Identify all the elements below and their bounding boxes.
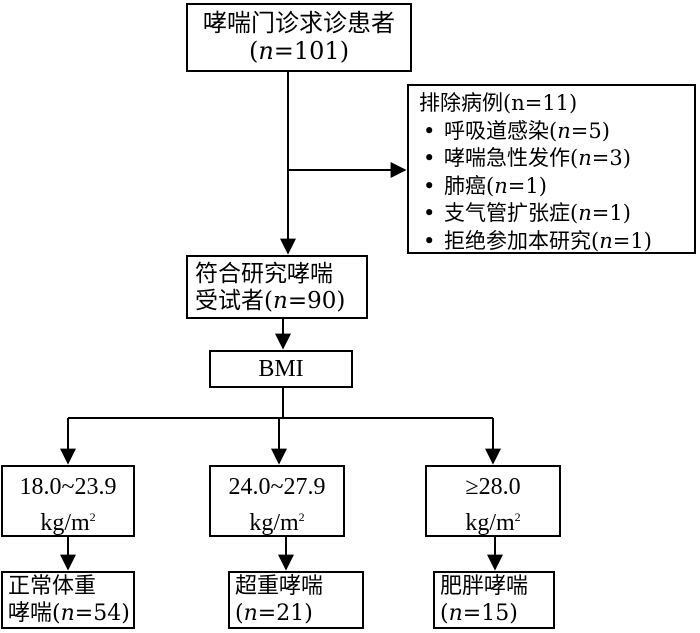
bmi-range: 24.0~27.9 — [228, 474, 326, 500]
exclusion-item-label: 哮喘急性发作( — [444, 146, 579, 170]
bmi-unit-sup: 2 — [298, 510, 305, 524]
bmi-unit-text: kg/m — [465, 510, 515, 536]
exclusion-item-label: 支气管扩张症( — [444, 201, 579, 225]
bmi-group-overweight-box: 24.0~27.9 kg/m2 — [209, 465, 345, 537]
eligible-count: 受试者(n=90) — [195, 288, 366, 315]
bmi-unit-text: kg/m — [40, 510, 90, 536]
eligible-box: 符合研究哮喘 受试者(n=90) — [186, 255, 368, 319]
exclusion-item-var: n — [494, 173, 508, 198]
bmi-unit: kg/m2 — [3, 502, 133, 538]
start-count-prefix: ( — [248, 37, 259, 65]
bmi-unit-text: kg/m — [249, 510, 299, 536]
bullet-icon: • — [423, 173, 436, 198]
outcome-label: 正常体重 — [8, 574, 97, 599]
exclusion-item-var: n — [599, 228, 613, 253]
outcome-normal-box: 正常体重 哮喘(n=54) — [1, 571, 135, 629]
bmi-unit-sup: 2 — [514, 510, 521, 524]
outcome-label: 肥胖哮喘 — [440, 574, 529, 599]
bmi-group-normal-box: 18.0~23.9 kg/m2 — [1, 465, 135, 537]
start-label: 哮喘门诊求诊患者 — [203, 9, 395, 37]
bullet-icon: • — [423, 146, 436, 170]
exclusion-item-label: 肺癌( — [444, 173, 495, 198]
start-count: (n=101) — [188, 37, 410, 65]
bmi-box: BMI — [209, 350, 353, 388]
outcome-count-prefix: 哮喘( — [8, 601, 61, 626]
outcome-count-suffix: =54) — [74, 601, 130, 626]
bmi-label: BMI — [258, 356, 304, 382]
outcome-count: (n=15) — [440, 600, 553, 627]
bullet-icon: • — [423, 201, 436, 225]
bmi-unit: kg/m2 — [427, 502, 559, 538]
start-box: 哮喘门诊求诊患者 (n=101) — [186, 3, 412, 72]
outcome-count-suffix: =21) — [257, 601, 313, 626]
outcome-overweight-box: 超重哮喘 (n=21) — [228, 571, 364, 629]
exclusion-item-count: =1) — [507, 173, 547, 198]
outcome-count-var: n — [60, 601, 75, 626]
exclusion-item: • 肺癌(n=1) — [419, 173, 694, 201]
bmi-unit-sup: 2 — [89, 510, 96, 524]
exclusion-item-count: =3) — [591, 146, 631, 170]
exclusion-item-label: 呼吸道感染( — [444, 118, 558, 143]
bullet-icon: • — [423, 118, 436, 143]
outcome-count-prefix: ( — [440, 601, 449, 626]
exclusion-item-count: =1) — [591, 201, 631, 225]
bmi-group-obese-box: ≥28.0 kg/m2 — [425, 465, 561, 537]
bmi-range: 18.0~23.9 — [19, 474, 117, 500]
exclusion-item: • 拒绝参加本研究(n=1) — [419, 228, 694, 256]
exclusion-item-var: n — [557, 118, 571, 143]
exclusion-item: • 哮喘急性发作(n=3) — [419, 145, 694, 173]
outcome-count-suffix: =15) — [462, 601, 518, 626]
exclusion-item-var: n — [578, 201, 592, 225]
eligible-count-var: n — [272, 288, 288, 314]
outcome-count-prefix: ( — [235, 601, 244, 626]
exclusion-item-var: n — [578, 146, 592, 170]
outcome-count: (n=21) — [235, 600, 362, 627]
bullet-icon: • — [423, 228, 436, 253]
eligible-count-suffix: =90) — [287, 288, 346, 314]
outcome-count: 哮喘(n=54) — [8, 600, 133, 627]
outcome-count-var: n — [448, 601, 463, 626]
outcome-count-var: n — [243, 601, 258, 626]
exclusion-item: • 支气管扩张症(n=1) — [419, 200, 694, 228]
exclusion-item-label: 拒绝参加本研究( — [444, 228, 600, 253]
outcome-label: 超重哮喘 — [235, 574, 324, 599]
eligible-count-prefix: 受试者( — [195, 288, 273, 314]
exclusion-item-count: =5) — [570, 118, 610, 143]
start-count-suffix: =101) — [273, 37, 350, 65]
exclusion-item-count: =1) — [612, 228, 652, 253]
eligible-label: 符合研究哮喘 — [195, 261, 333, 287]
outcome-obese-box: 肥胖哮喘 (n=15) — [433, 571, 555, 629]
bmi-range: ≥28.0 — [465, 474, 521, 500]
bmi-unit: kg/m2 — [211, 502, 343, 538]
start-count-var: n — [258, 37, 274, 65]
exclusion-item: • 呼吸道感染(n=5) — [419, 118, 694, 146]
exclusion-title: 排除病例(n=11) — [419, 91, 578, 115]
exclusion-box: 排除病例(n=11) •呼吸道感染(n=5) •哮喘急性发作(n=3) •肺癌(… — [407, 84, 696, 254]
